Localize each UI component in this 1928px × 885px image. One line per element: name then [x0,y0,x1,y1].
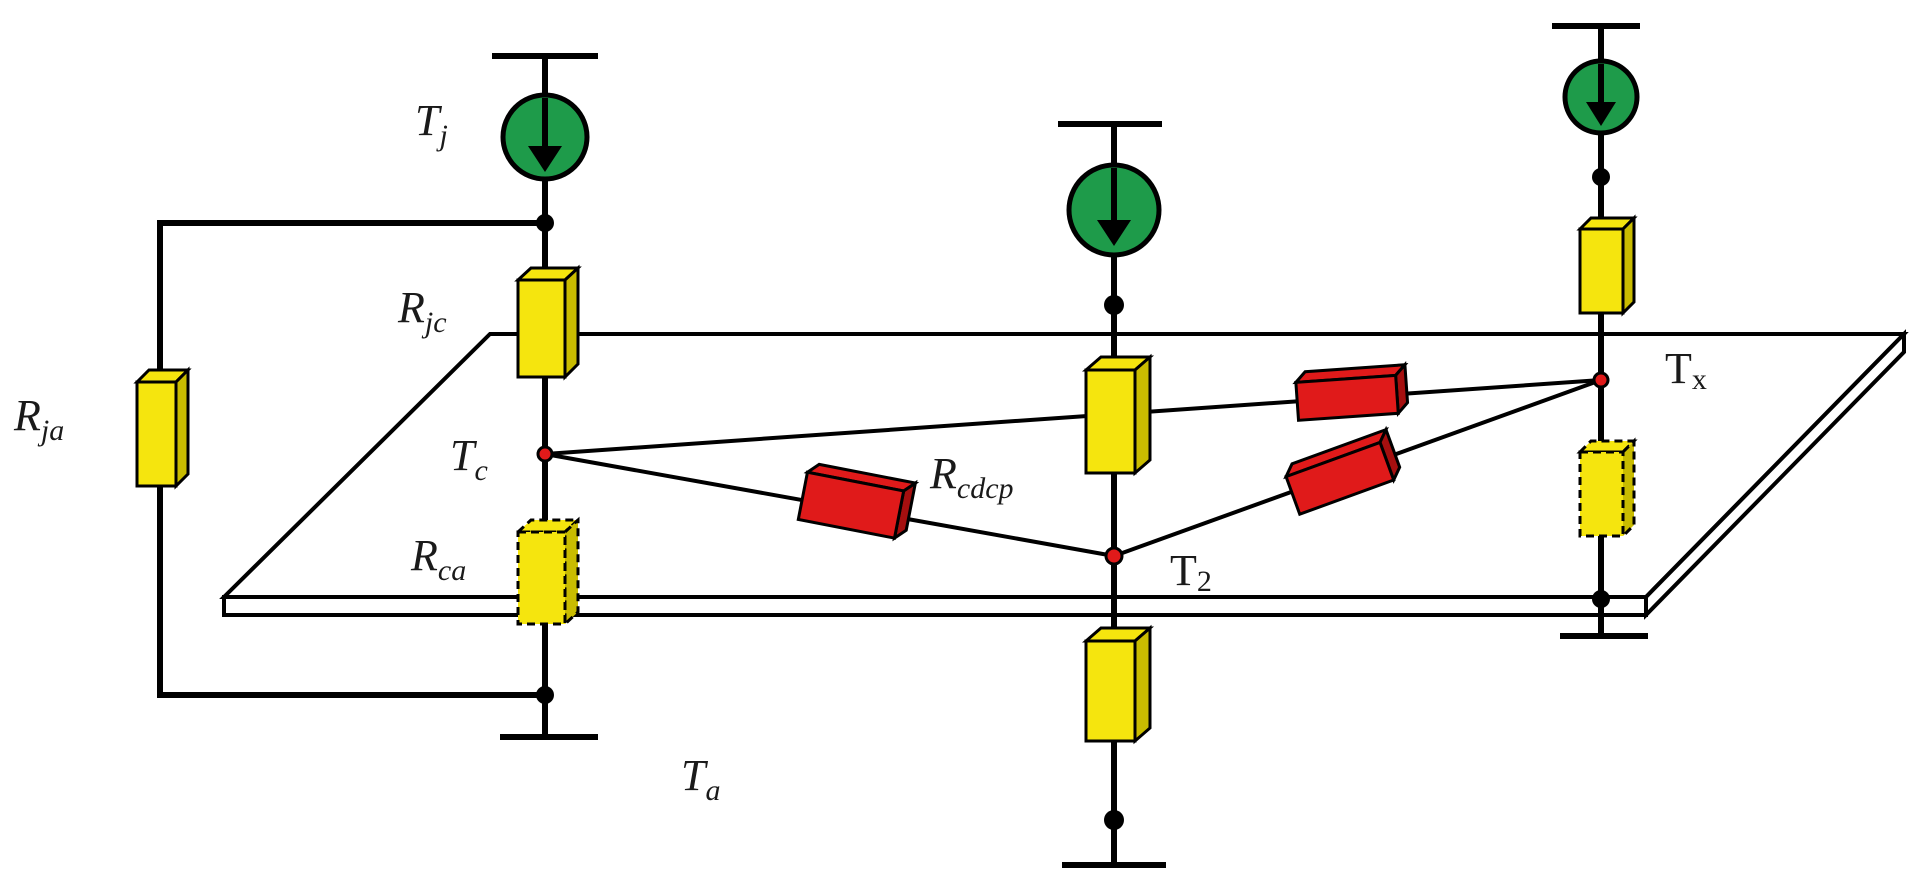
label-rca: Rca [410,531,466,587]
node-right-upper [1592,168,1610,186]
resistor-rca [514,516,582,628]
label-tx: Tx [1665,344,1707,396]
node-middle-lower [1104,810,1124,830]
resistor-rja [133,366,192,490]
label-t2: T2 [1170,546,1212,598]
node-tc [536,445,554,463]
label-tc: Tc [450,431,488,487]
resistor-right-upper [1576,214,1638,317]
node-tx [1592,371,1610,389]
label-tj: Tj [415,96,448,152]
current-source-left-icon [500,92,590,182]
node-tj-junction [536,214,554,232]
link-resistor-rcdcp [796,462,920,542]
label-rcdcp: Rcdcp [929,449,1014,505]
pcb-plate [219,329,1909,620]
current-source-right-icon [1562,58,1640,136]
resistor-middle-upper [1081,353,1155,477]
node-right-lower [1592,590,1610,608]
link-resistor-lower [1283,425,1402,517]
resistor-rjc [514,264,582,381]
label-ta: Ta [681,751,720,807]
node-t2 [1104,546,1124,566]
resistor-right-lower [1576,437,1638,540]
node-ta-junction [536,686,554,704]
node-middle-upper [1104,295,1124,315]
label-rjc: Rjc [397,283,447,339]
link-resistor-top [1292,361,1410,422]
resistor-middle-lower [1081,624,1155,745]
current-source-middle-icon [1066,162,1162,258]
label-rja: Rja [13,391,64,447]
nodes [536,168,1610,830]
